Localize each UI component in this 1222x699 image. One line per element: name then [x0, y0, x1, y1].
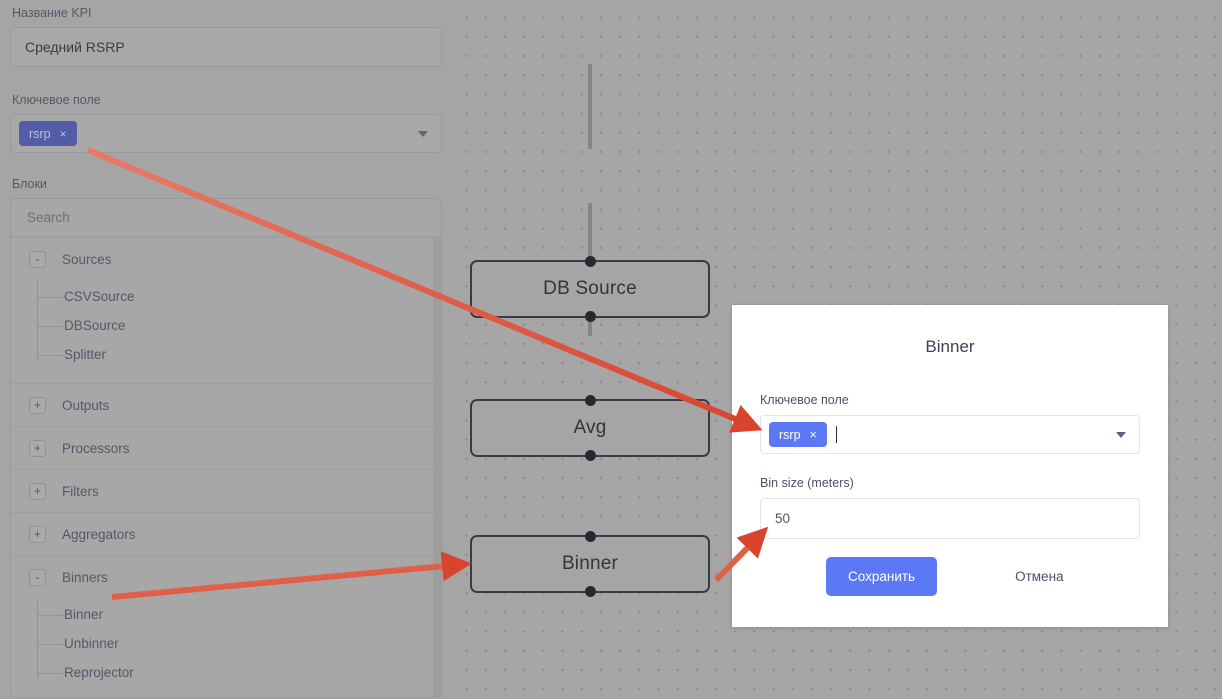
tag-remove-icon[interactable]: ×: [809, 427, 817, 442]
node-handle-bottom[interactable]: [584, 311, 596, 322]
kpi-name-value: Средний RSRP: [25, 39, 125, 55]
block-group-filters: + Filters: [11, 470, 437, 513]
expand-icon[interactable]: +: [29, 439, 46, 457]
block-group-label: Aggregators: [62, 526, 136, 542]
expand-icon[interactable]: +: [29, 396, 46, 414]
tag-label: rsrp: [29, 126, 51, 141]
modal-bin-size-input[interactable]: 50: [760, 498, 1140, 539]
block-group-label: Filters: [62, 483, 99, 499]
block-group-label: Processors: [62, 440, 130, 456]
block-group-label: Sources: [62, 251, 112, 267]
block-group-aggregators: + Aggregators: [11, 513, 437, 556]
block-group-header[interactable]: + Aggregators: [11, 513, 437, 555]
collapse-icon[interactable]: -: [29, 568, 46, 586]
tag-remove-icon[interactable]: ×: [59, 126, 67, 141]
blocks-section-title: Блоки: [12, 177, 47, 191]
modal-actions: Сохранить Отмена: [760, 557, 1140, 596]
block-group-header[interactable]: -Sources: [11, 238, 437, 280]
node-handle-top[interactable]: [584, 395, 596, 406]
chevron-down-icon[interactable]: [1116, 431, 1126, 438]
block-item-csvsource[interactable]: CSVSource: [11, 282, 437, 311]
block-item-dbsource[interactable]: DBSource: [11, 311, 437, 340]
block-group-header[interactable]: + Outputs: [11, 384, 437, 426]
node-handle-top[interactable]: [584, 256, 596, 267]
node-handle-bottom[interactable]: [584, 586, 596, 597]
block-group-label: Binners: [62, 569, 108, 585]
binner-config-modal: Binner Ключевое поле rsrp × Bin size (me…: [732, 305, 1168, 627]
flow-node-binner[interactable]: Binner: [470, 531, 710, 597]
block-group-header[interactable]: -Binners: [11, 556, 437, 598]
left-sidebar: Название KPI Средний RSRP Ключевое поле …: [0, 0, 450, 699]
blocks-search-input[interactable]: Search: [11, 199, 441, 237]
key-field-tag[interactable]: rsrp ×: [19, 121, 77, 146]
block-item-binner[interactable]: Binner: [11, 600, 437, 629]
flow-node-label: Avg: [573, 417, 607, 438]
modal-bin-size-label: Bin size (meters): [760, 476, 854, 490]
flow-node-label: DB Source: [543, 278, 637, 299]
edge-dbsource-avg: [588, 64, 592, 149]
blocks-tree-scrollbar[interactable]: [433, 238, 441, 697]
flow-node-label: Binner: [561, 553, 619, 574]
modal-key-field-tag[interactable]: rsrp ×: [769, 422, 827, 447]
modal-bin-size-value: 50: [775, 511, 791, 526]
block-group-label: Outputs: [62, 397, 110, 413]
collapse-icon[interactable]: -: [29, 250, 46, 268]
block-group-processors: + Processors: [11, 427, 437, 470]
cancel-button[interactable]: Отмена: [1015, 569, 1064, 584]
block-group-header[interactable]: + Processors: [11, 427, 437, 469]
expand-icon[interactable]: +: [29, 525, 46, 543]
kpi-name-label: Название KPI: [12, 6, 92, 20]
tag-label: rsrp: [779, 427, 801, 442]
key-field-select[interactable]: rsrp ×: [10, 114, 442, 153]
flow-node-db-source[interactable]: DB Source: [470, 256, 710, 322]
text-cursor: [835, 426, 837, 443]
modal-key-field-select[interactable]: rsrp ×: [760, 415, 1140, 454]
expand-icon[interactable]: +: [29, 482, 46, 500]
block-item-splitter[interactable]: Splitter: [11, 340, 437, 369]
block-item-unbinner[interactable]: Unbinner: [11, 629, 437, 658]
chevron-down-icon[interactable]: [418, 130, 428, 137]
block-group-header[interactable]: + Filters: [11, 470, 437, 512]
modal-key-field-label: Ключевое поле: [760, 393, 849, 407]
node-handle-bottom[interactable]: [584, 450, 596, 461]
modal-title: Binner: [925, 337, 975, 356]
save-button[interactable]: Сохранить: [826, 557, 938, 596]
modal-body: Ключевое поле rsrp × Bin size (meters) 5…: [732, 357, 1168, 596]
node-handle-top[interactable]: [584, 531, 596, 542]
key-field-label: Ключевое поле: [12, 93, 101, 107]
block-group-outputs: + Outputs: [11, 384, 437, 427]
kpi-name-input[interactable]: Средний RSRP: [10, 27, 442, 67]
flow-node-avg[interactable]: Avg: [470, 395, 710, 461]
block-item-reprojector[interactable]: Reprojector: [11, 658, 437, 687]
blocks-search-placeholder: Search: [27, 210, 70, 225]
